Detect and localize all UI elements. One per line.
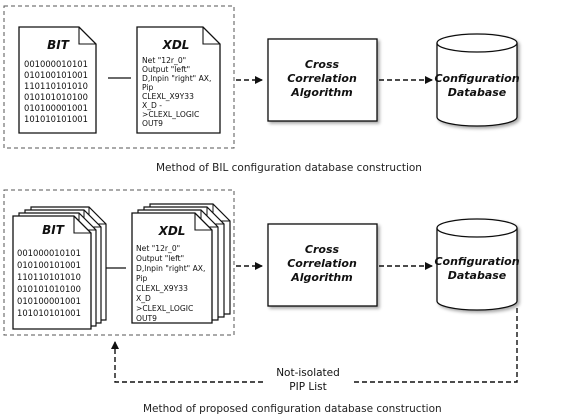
- top-bit-line: 110110101010: [24, 81, 88, 91]
- bottom-database-label: Database: [448, 269, 507, 282]
- top-algorithm-label: Algorithm: [290, 86, 352, 99]
- bottom-xdl-line: >CLEXL_LOGIC: [136, 304, 193, 313]
- top-cross-correlation-box: Cross Correlation Algorithm: [267, 38, 378, 122]
- bottom-xdl-line: Pip: [136, 274, 148, 283]
- bottom-xdl-line: CLEXL_X9Y33: [136, 284, 188, 293]
- top-bit-line: 010100001001: [24, 103, 88, 113]
- top-xdl-title: XDL: [162, 38, 190, 52]
- top-method: BIT 001000010101 010100101001 1101101010…: [3, 5, 520, 174]
- top-bit-title: BIT: [47, 38, 70, 52]
- bottom-bit-line: 010100101001: [17, 260, 81, 270]
- bottom-xdl-line: D,lnpin "right" AX,: [136, 264, 205, 273]
- bottom-configuration-database: [436, 218, 518, 311]
- bottom-xdl-line: Net "12r_0": [136, 244, 180, 253]
- bottom-database-label: Configuration: [434, 255, 519, 268]
- bottom-bit-line: 110110101010: [17, 272, 81, 282]
- top-xdl-line: OUT9: [142, 119, 163, 128]
- bottom-algorithm-label: Cross: [305, 243, 340, 256]
- feedback-label: Not-isolated: [276, 367, 340, 379]
- feedback-label-background: [265, 364, 351, 394]
- bottom-xdl-title: XDL: [158, 224, 186, 238]
- top-xdl-line: Net "12r_0": [142, 56, 186, 65]
- top-database-label: Database: [448, 86, 507, 99]
- bottom-algorithm-label: Correlation: [287, 257, 357, 270]
- top-caption: Method of BIL configuration database con…: [156, 162, 422, 174]
- bottom-xdl-line: OUT9: [136, 314, 157, 323]
- top-configuration-database: [436, 33, 518, 127]
- top-xdl-line: Output "left": [142, 65, 190, 74]
- bottom-algorithm-label: Algorithm: [290, 271, 352, 284]
- top-bit-line: 001000010101: [24, 59, 88, 69]
- bottom-bit-line: 001000010101: [17, 248, 81, 258]
- bottom-bit-line: 010100001001: [17, 296, 81, 306]
- bottom-caption: Method of proposed configuration databas…: [143, 403, 442, 415]
- bottom-xdl-line: Output "left": [136, 254, 184, 263]
- top-algorithm-label: Correlation: [287, 72, 357, 85]
- bottom-xdl-document-stack: XDL Net "12r_0" Output "left" D,lnpin "r…: [131, 203, 231, 324]
- bottom-bit-line: 010101010100: [17, 284, 81, 294]
- top-xdl-line: CLEXL_X9Y33: [142, 92, 194, 101]
- bottom-bit-line: 101010101001: [17, 308, 81, 318]
- bottom-method: BIT 001000010101 010100101001 1101101010…: [3, 189, 520, 415]
- bottom-bit-document-stack: BIT 001000010101 010100101001 1101101010…: [12, 206, 107, 330]
- top-bit-line: 010101010100: [24, 92, 88, 102]
- top-bit-line: 010100101001: [24, 70, 88, 80]
- top-xdl-line: >CLEXL_LOGIC: [142, 110, 199, 119]
- top-xdl-line: D,lnpin "right" AX,: [142, 74, 211, 83]
- top-xdl-line: Pip: [142, 83, 154, 92]
- top-bit-line: 101010101001: [24, 114, 88, 124]
- top-bit-document: BIT 001000010101 010100101001 1101101010…: [18, 26, 97, 134]
- top-xdl-line: X_D -: [142, 101, 162, 110]
- top-algorithm-label: Cross: [305, 58, 340, 71]
- bottom-cross-correlation-box: Cross Correlation Algorithm: [267, 223, 378, 307]
- bottom-input-group-frame: [3, 189, 235, 336]
- bottom-bit-title: BIT: [42, 223, 65, 237]
- bottom-xdl-line: X_D: [136, 294, 151, 303]
- top-database-label: Configuration: [434, 72, 519, 85]
- feedback-label: PIP List: [289, 381, 326, 393]
- top-xdl-document: XDL Net "12r_0" Output "left" D,lnpin "r…: [136, 26, 221, 134]
- top-input-group-frame: [3, 5, 235, 149]
